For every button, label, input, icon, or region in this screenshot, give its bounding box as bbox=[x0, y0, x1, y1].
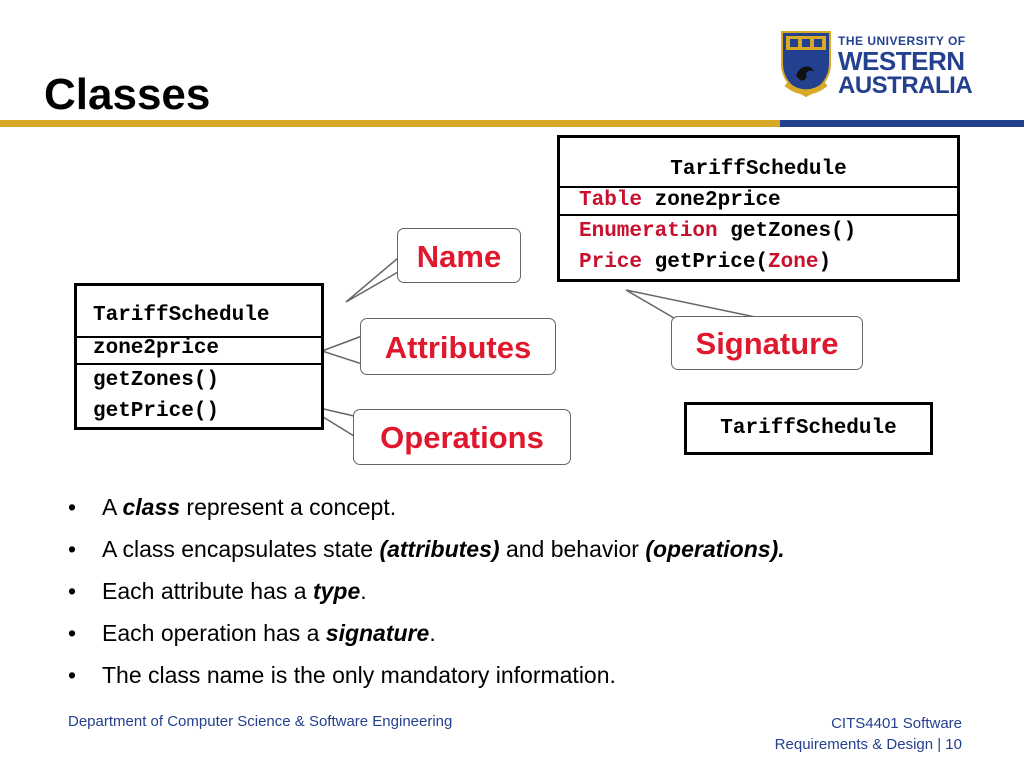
operation-close: ) bbox=[818, 251, 832, 274]
crest-icon bbox=[781, 31, 831, 98]
operations-compartment: getZones() getPrice() bbox=[77, 363, 321, 427]
callout-label: Operations bbox=[380, 420, 544, 455]
university-logo: THE UNIVERSITY OF WESTERN AUSTRALIA bbox=[778, 28, 973, 100]
class-name-compartment: TariffSchedule bbox=[560, 158, 957, 181]
name-connector bbox=[345, 256, 399, 303]
operation-name: getPrice( bbox=[654, 251, 769, 274]
callout-label: Name bbox=[416, 239, 502, 274]
logo-line-2: WESTERN bbox=[838, 46, 965, 76]
callout-operations: Operations bbox=[353, 409, 571, 465]
parameter-type: Zone bbox=[768, 251, 819, 274]
emphasis: class bbox=[122, 494, 181, 520]
logo-line-1: THE UNIVERSITY OF bbox=[838, 34, 966, 48]
text: Each attribute has a bbox=[102, 578, 313, 604]
footer-page-number: Requirements & Design | 10 bbox=[774, 736, 962, 753]
bullet-item: • A class represent a concept. bbox=[68, 486, 785, 528]
bullet-item: • Each attribute has a type. bbox=[68, 570, 785, 612]
class-box-detailed: TariffSchedule Table zone2price Enumerat… bbox=[557, 135, 960, 282]
bullet-marker: • bbox=[68, 536, 77, 562]
emphasis: type bbox=[312, 578, 361, 604]
footer-department: Department of Computer Science & Softwar… bbox=[68, 713, 453, 730]
attribute-name: zone2price bbox=[654, 189, 781, 212]
operation: getPrice() bbox=[93, 400, 220, 423]
bullet-marker: • bbox=[68, 578, 77, 604]
bullet-marker: • bbox=[68, 494, 77, 520]
emphasis: (operations). bbox=[645, 536, 785, 562]
text: represent a concept. bbox=[180, 494, 397, 520]
operation: Price getPrice(Zone) bbox=[579, 247, 957, 278]
class-name: TariffSchedule bbox=[670, 158, 847, 181]
operation-name: getZones() bbox=[730, 220, 857, 243]
operation: Enumeration getZones() bbox=[579, 216, 957, 247]
attributes-connector bbox=[319, 334, 363, 366]
emphasis: signature bbox=[325, 620, 430, 646]
text: Each operation has a bbox=[102, 620, 326, 646]
text: A bbox=[102, 494, 123, 520]
logo-line-3: AUSTRALIA bbox=[838, 72, 973, 99]
attribute-type: Table bbox=[579, 189, 643, 212]
header-rule-blue bbox=[780, 120, 1024, 127]
attributes-compartment: zone2price bbox=[77, 336, 321, 366]
class-name-compartment: TariffSchedule bbox=[93, 304, 321, 327]
logo-wordmark: THE UNIVERSITY OF WESTERN AUSTRALIA bbox=[838, 34, 973, 99]
emphasis: (attributes) bbox=[379, 536, 500, 562]
class-name: TariffSchedule bbox=[720, 417, 897, 440]
text: A class encapsulates state bbox=[102, 536, 380, 562]
operation: getZones() bbox=[93, 369, 220, 392]
return-type: Price bbox=[579, 251, 643, 274]
callout-label: Signature bbox=[695, 326, 839, 361]
text: and behavior bbox=[499, 536, 646, 562]
attribute: zone2price bbox=[93, 337, 220, 360]
footer-course-line-1: CITS4401 Software bbox=[831, 715, 962, 732]
callout-signature: Signature bbox=[671, 316, 863, 370]
operations-compartment: Enumeration getZones() Price getPrice(Zo… bbox=[560, 214, 957, 278]
callout-label: Attributes bbox=[384, 330, 532, 365]
signature-connector bbox=[625, 289, 761, 319]
bullet-item: • Each operation has a signature. bbox=[68, 612, 785, 654]
text: . bbox=[429, 620, 436, 646]
class-box-left: TariffSchedule zone2price getZones() get… bbox=[74, 283, 324, 430]
class-name: TariffSchedule bbox=[93, 304, 270, 327]
bullet-item: • A class encapsulates state (attributes… bbox=[68, 528, 785, 570]
bullet-marker: • bbox=[68, 620, 77, 646]
class-box-minimal: TariffSchedule bbox=[684, 402, 933, 455]
bullet-marker: • bbox=[68, 662, 77, 688]
callout-name: Name bbox=[397, 228, 521, 283]
bullet-list: • A class represent a concept. • A class… bbox=[68, 486, 785, 696]
attributes-compartment: Table zone2price bbox=[560, 186, 957, 216]
callout-attributes: Attributes bbox=[360, 318, 556, 375]
text: The class name is the only mandatory inf… bbox=[102, 662, 616, 688]
return-type: Enumeration bbox=[579, 220, 718, 243]
bullet-item: • The class name is the only mandatory i… bbox=[68, 654, 785, 696]
page-title: Classes bbox=[44, 70, 211, 119]
header-rule-gold bbox=[0, 120, 780, 127]
text: . bbox=[360, 578, 367, 604]
footer-course: CITS4401 Software Requirements & Design … bbox=[775, 713, 962, 755]
